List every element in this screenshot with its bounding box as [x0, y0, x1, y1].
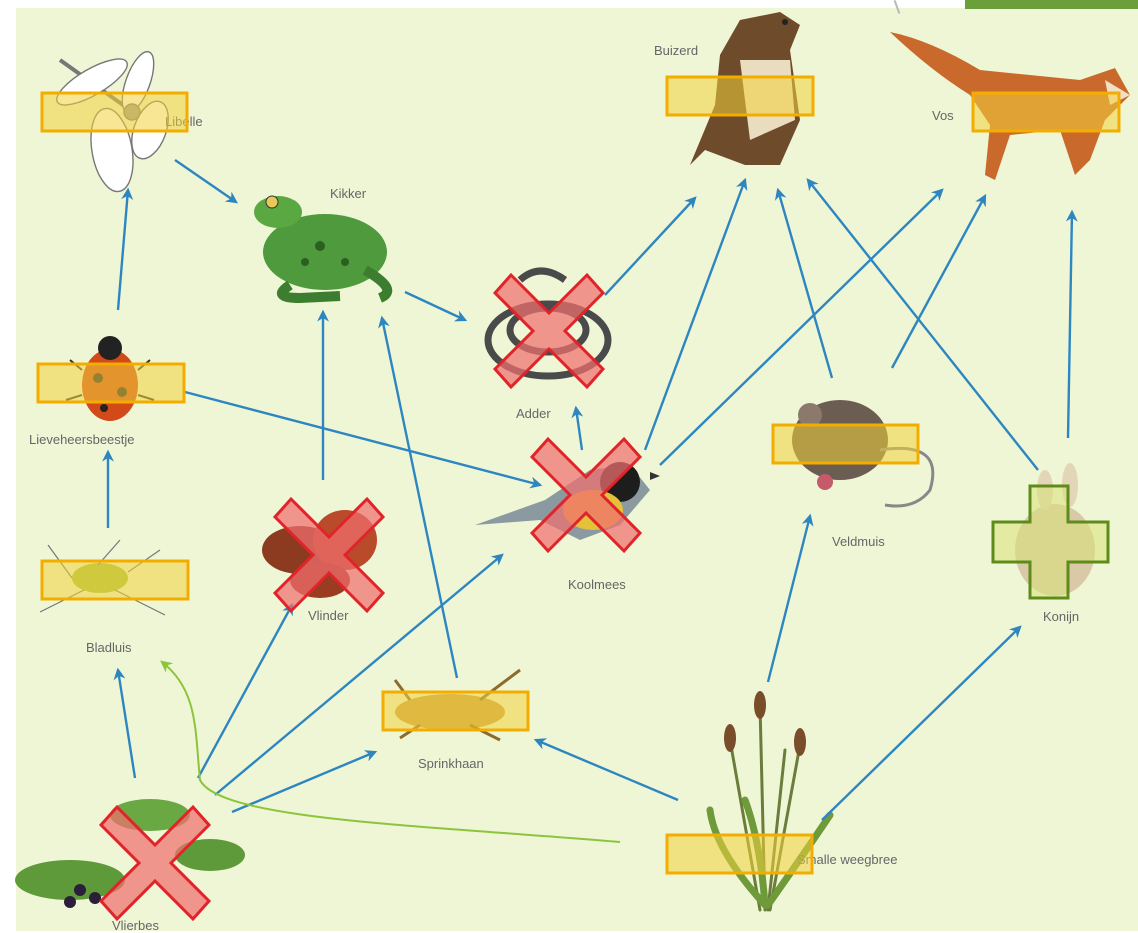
highlight-vos: [971, 91, 1121, 133]
highlight-boxes: [36, 75, 1121, 875]
arrow-weegbree-konijn: [821, 625, 1022, 821]
arrow-vlierbes-koolmees: [214, 553, 504, 796]
plus-konijn: [991, 484, 1110, 600]
arrow-koolmees-vos: [659, 188, 944, 466]
label-kikker: Kikker: [330, 186, 367, 201]
highlight-libelle: [40, 91, 189, 133]
label-vlinder: Vlinder: [308, 608, 349, 623]
cross-marks: [98, 272, 643, 922]
arrow-koolmees-buizerd: [643, 177, 748, 451]
highlight-buizerd: [665, 75, 815, 117]
label-koolmees: Koolmees: [568, 577, 626, 592]
label-buizerd: Buizerd: [654, 43, 698, 58]
label-adder: Adder: [516, 406, 551, 421]
highlight-lieveheersbeestje: [36, 362, 186, 404]
arrow-veldmuis-buizerd: [774, 187, 834, 379]
cross-vlierbes: [98, 804, 212, 922]
slide-corner-tab: [965, 0, 1138, 9]
arrow-weegbree-veldmuis: [766, 513, 814, 683]
label-bladluis: Bladluis: [86, 640, 132, 655]
label-konijn: Konijn: [1043, 609, 1079, 624]
label-smalle-weegbree: Smalle weegbree: [797, 852, 897, 867]
label-lieveheersbeestje: Lieveheersbeestje: [29, 432, 135, 447]
arrow-kikker-adder: [404, 290, 468, 322]
organism-labels: Libelle Kikker Buizerd Vos Lieveheersbee…: [29, 43, 1079, 933]
label-vlierbes: Vlierbes: [112, 918, 159, 933]
arrow-vlierbes-sprinkhaan: [231, 750, 378, 814]
label-sprinkhaan: Sprinkhaan: [418, 756, 484, 771]
arrow-veldmuis-vos: [890, 193, 987, 369]
arrow-weegbree-bladluis-added: [160, 660, 621, 843]
label-veldmuis: Veldmuis: [832, 534, 885, 549]
arrow-adder-buizerd: [604, 196, 697, 296]
highlight-sprinkhaan: [381, 690, 530, 732]
arrow-koolmees-adder: [571, 405, 584, 451]
highlight-smalle-weegbree: [665, 833, 814, 875]
arrow-konijn-buizerd: [806, 178, 1039, 471]
frog-illustration: [254, 195, 393, 304]
arrow-sprinkhaan-kikker: [378, 315, 459, 679]
highlight-bladluis: [40, 559, 190, 601]
arrow-vlierbes-bladluis: [113, 667, 137, 779]
arrow-vlierbes-vlinder: [196, 602, 294, 779]
cross-koolmees: [529, 436, 643, 554]
arrow-weegbree-sprinkhaan: [533, 738, 679, 802]
plantain-illustration: [706, 691, 834, 912]
cross-adder: [492, 272, 606, 390]
highlight-veldmuis: [771, 423, 920, 465]
label-vos: Vos: [932, 108, 954, 123]
arrow-libelle-kikker: [174, 159, 238, 204]
food-web-arrows: [102, 159, 1078, 843]
arrow-konijn-vos: [1065, 209, 1078, 439]
cross-vlinder: [272, 496, 386, 614]
arrow-lieveheersbeestje-koolmees: [184, 390, 543, 489]
arrow-lieveheersbeestje-libelle: [116, 187, 134, 311]
